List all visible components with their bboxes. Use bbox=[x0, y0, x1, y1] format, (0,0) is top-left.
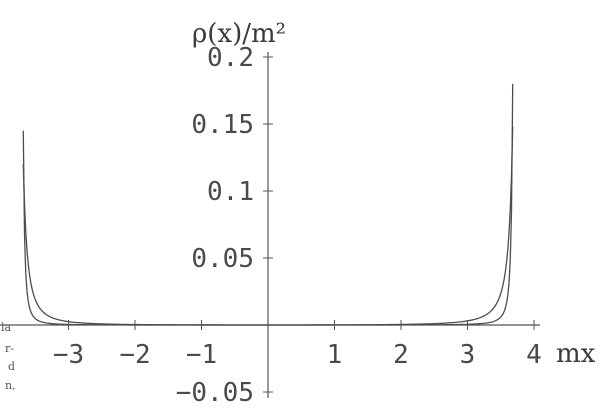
curves bbox=[22, 84, 514, 326]
margin-text-fragments: la r- d n, bbox=[1, 321, 16, 392]
margin-fragment: n, bbox=[5, 379, 16, 392]
tick-labels: −3 −2 −1 1 2 3 4 0.2 0.15 0.1 0.05 −0.05 bbox=[53, 43, 542, 408]
margin-fragment: la bbox=[1, 321, 12, 334]
x-tick-label: 2 bbox=[393, 340, 409, 370]
x-tick-label: −2 bbox=[119, 340, 150, 370]
series-line-3 bbox=[22, 126, 514, 326]
y-tick-label: 0.15 bbox=[191, 110, 254, 140]
margin-fragment: d bbox=[8, 360, 15, 373]
x-tick-label: 3 bbox=[460, 340, 476, 370]
y-tick-label: −0.05 bbox=[176, 378, 254, 408]
margin-fragment: r- bbox=[5, 342, 14, 355]
x-tick-label: 4 bbox=[526, 340, 542, 370]
y-tick-label: 0.2 bbox=[207, 43, 254, 73]
y-axis-title: ρ(x)/m² bbox=[192, 19, 286, 49]
x-tick-label: 1 bbox=[327, 340, 343, 370]
x-axis-title: mx bbox=[556, 339, 596, 369]
y-tick-label: 0.1 bbox=[207, 177, 254, 207]
x-tick-label: −3 bbox=[53, 340, 84, 370]
x-tick-label: −1 bbox=[186, 340, 217, 370]
y-tick-label: 0.05 bbox=[191, 244, 254, 274]
